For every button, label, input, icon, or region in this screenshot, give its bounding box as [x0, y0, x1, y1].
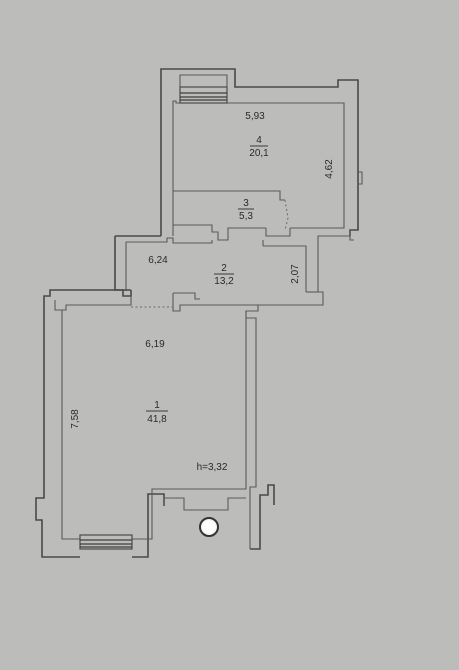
room-3-walls — [173, 190, 291, 241]
room-4-number: 4 — [256, 135, 262, 146]
room-2-label: 2 13,2 — [214, 263, 234, 287]
room-4-label: 4 20,1 — [249, 135, 269, 159]
room-1-height-dimension: 7,58 — [70, 409, 81, 429]
room-1-label: 1 41,8 — [146, 400, 168, 425]
room-1-number: 1 — [154, 400, 160, 411]
ceiling-height-label: h=3,32 — [197, 462, 228, 473]
room-2-number: 2 — [221, 263, 227, 274]
room-1-width-dimension: 6,19 — [145, 339, 165, 350]
room-4-walls — [160, 68, 363, 241]
room-2-area: 13,2 — [214, 276, 234, 287]
room-1-window — [79, 534, 133, 550]
room-4-window — [179, 74, 228, 104]
room-4-height-dimension: 4,62 — [324, 159, 335, 179]
room-3-area: 5,3 — [239, 211, 253, 222]
room-3-label: 3 5,3 — [238, 198, 254, 222]
entrance-marker — [199, 517, 219, 537]
room-3-number: 3 — [243, 198, 249, 209]
room-2-width-dimension: 6,24 — [148, 255, 168, 266]
room-4-area: 20,1 — [249, 148, 269, 159]
room-2-walls — [114, 235, 350, 312]
room-1-walls — [35, 289, 275, 558]
room-4-width-dimension: 5,93 — [245, 111, 265, 122]
room-1-area: 41,8 — [147, 414, 167, 425]
room-2-height-dimension: 2,07 — [290, 264, 301, 284]
